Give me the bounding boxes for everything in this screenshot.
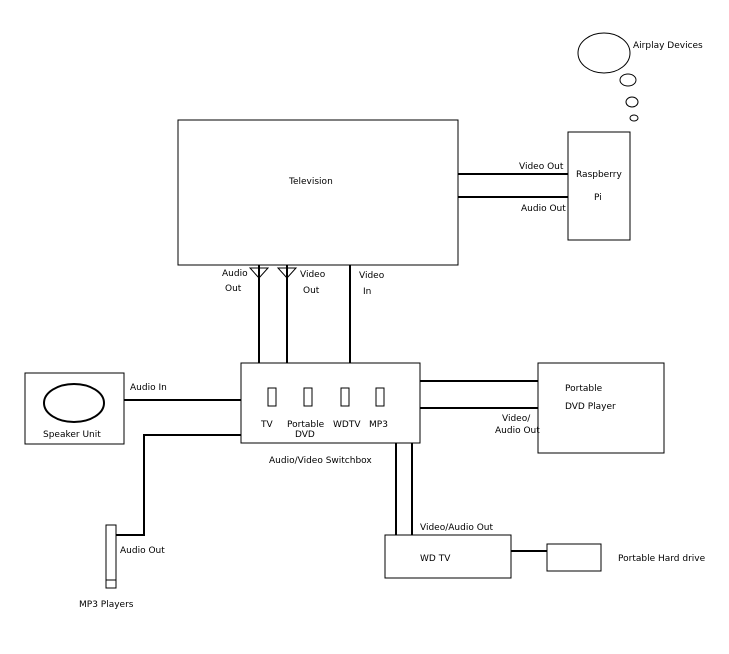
switch-portable-dvd-label-line2: DVD [295,430,315,440]
tv-audio-out-label-line1: Audio [222,269,248,279]
airplay-devices: Airplay Devices [577,32,703,122]
airplay-bubble-tiny [629,114,639,122]
television: Television [177,119,459,266]
switch-wdtv-label: WDTV [333,420,361,430]
switchbox-box [240,362,421,444]
dvd-video-audio-out-label-line2: Audio Out [495,426,540,436]
portable-hard-drive-label: Portable Hard drive [618,554,706,564]
tv-video-out-label-line1: Video [300,270,326,280]
tv-video-in-connection: Video In [349,265,385,363]
portable-dvd-player-label-line1: Portable [565,384,603,394]
television-label: Television [288,177,333,187]
switch-wdtv-icon [340,387,350,407]
speaker-unit: Speaker Unit [24,372,125,445]
portable-dvd-player: Portable DVD Player [537,362,665,454]
mp3-players: MP3 Players [79,524,134,610]
switch-portable-dvd-label-line1: Portable [287,420,325,430]
mp3-audio-out-label: Audio Out [120,546,165,556]
airplay-devices-label: Airplay Devices [633,41,703,51]
mp3-player-device-icon [105,524,117,589]
wdtv-video-audio-out-label: Video/Audio Out [420,523,493,533]
wd-tv-label: WD TV [420,554,451,564]
raspberry-pi-label-line1: Raspberry [576,170,622,180]
airplay-bubble-large [577,32,631,74]
speaker-cone-icon [43,383,105,423]
switch-mp3-icon [375,387,385,407]
switch-portable-dvd-icon [303,387,313,407]
switch-tv-label: TV [260,420,273,430]
portable-hard-drive: Portable Hard drive [546,543,706,572]
switch-tv-icon [267,387,277,407]
portable-hard-drive-box [546,543,602,572]
switchbox: TV Portable DVD WDTV MP3 Audio/Video Swi… [240,362,421,466]
tv-video-out-connection: Video Out [276,265,326,363]
tv-audio-out-connection: Audio Out [222,265,270,363]
switch-mp3-label: MP3 [369,420,388,430]
television-box [177,119,459,266]
raspberry-pi-label-line2: Pi [594,193,602,203]
portable-dvd-player-label-line2: DVD Player [565,402,616,412]
portable-dvd-player-box [537,362,665,454]
tv-audio-out-label-line2: Out [225,284,242,294]
raspberry-pi: Raspberry Pi [567,131,631,241]
tv-video-in-label-line1: Video [359,271,385,281]
speaker-unit-label: Speaker Unit [43,430,101,440]
speaker-audio-in-label: Audio In [130,383,167,393]
raspberry-pi-box [567,131,631,241]
mp3-audio-wire [116,434,241,536]
dvd-video-audio-out-label-line1: Video/ [502,414,531,424]
pi-audio-out-label: Audio Out [521,204,566,214]
tv-video-in-label-line2: In [363,287,371,297]
switchbox-label: Audio/Video Switchbox [269,456,372,466]
pi-video-out-label: Video Out [519,162,564,172]
airplay-bubble-medium [619,73,637,87]
tv-video-out-label-line2: Out [303,286,320,296]
mp3-players-label: MP3 Players [79,600,134,610]
airplay-bubble-small [625,96,639,108]
wd-tv-box [384,534,512,579]
wd-tv: WD TV [384,534,512,579]
